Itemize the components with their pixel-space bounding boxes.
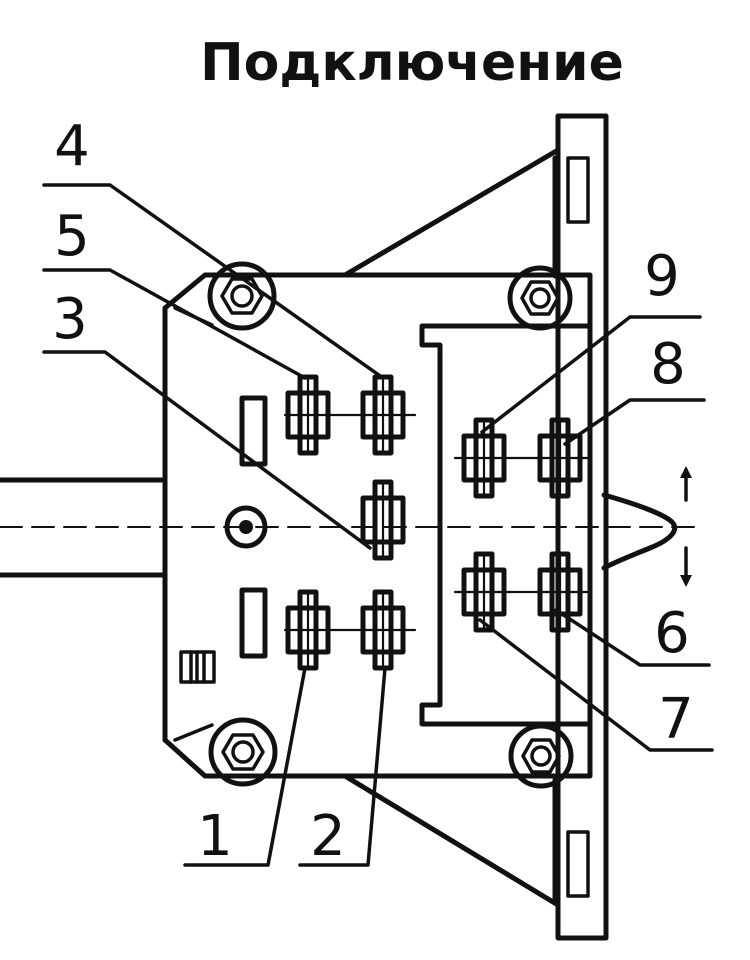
contact-compartment [419,323,593,727]
corner-nut-top-left [207,261,277,331]
upper-bracket [342,147,561,279]
corner-nut-bottom-right [508,723,574,789]
terminal-9 [461,417,507,499]
lower-bracket [342,773,561,908]
callout-5: 5 [54,204,90,269]
spring-lever [601,466,692,587]
callout-1: 1 [197,804,233,869]
terminal-2 [360,589,406,671]
callout-labels: 4 5 3 9 8 6 7 1 2 [52,114,694,869]
slot-lower [239,587,268,659]
terminal-1 [285,589,331,671]
terminal-8 [537,417,583,499]
callout-6: 6 [654,601,690,666]
corner-nut-bottom-left [208,717,278,787]
diagram-title: Подключение [200,33,624,93]
callout-4: 4 [54,114,90,179]
callout-2: 2 [310,804,346,869]
callout-9: 9 [644,244,680,309]
callout-7: 7 [658,687,694,752]
leader-lines [42,183,714,867]
terminal-3 [360,479,406,561]
terminal-5 [285,374,331,456]
terminal-7 [461,551,507,633]
callout-8: 8 [650,332,686,397]
vent-grille [179,650,216,684]
shaft [0,477,168,578]
pivot-screw [224,505,268,549]
corner-nut-top-right [507,265,573,331]
callout-3: 3 [52,287,88,352]
